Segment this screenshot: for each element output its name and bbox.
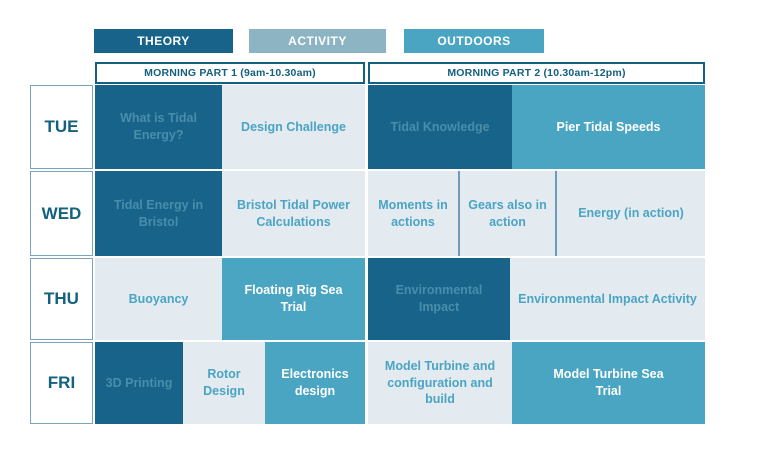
wed-part2: Moments in actions Gears also in action … bbox=[368, 171, 705, 256]
fri-part2: Model Turbine and configuration and buil… bbox=[368, 342, 705, 424]
wed-part1: Tidal Energy in Bristol Bristol Tidal Po… bbox=[95, 171, 365, 256]
cell-model-turbine-sea-trial: Model Turbine Sea Trial bbox=[512, 342, 705, 424]
tue-part2: Tidal Knowledge Pier Tidal Speeds bbox=[368, 85, 705, 169]
day-label-thu: THU bbox=[30, 258, 93, 340]
timetable-grid: TUE What is Tidal Energy? Design Challen… bbox=[30, 85, 705, 426]
day-label-tue: TUE bbox=[30, 85, 93, 169]
cell-environmental-impact: Environmental Impact bbox=[368, 258, 510, 340]
legend-activity: ACTIVITY bbox=[249, 29, 386, 53]
day-label-fri: FRI bbox=[30, 342, 93, 424]
row-wed: WED Tidal Energy in Bristol Bristol Tida… bbox=[30, 171, 705, 256]
cell-environmental-impact-activity: Environmental Impact Activity bbox=[510, 258, 705, 340]
cell-pier-tidal-speeds: Pier Tidal Speeds bbox=[512, 85, 705, 169]
tue-part1: What is Tidal Energy? Design Challenge bbox=[95, 85, 365, 169]
cell-tidal-energy-in-bristol: Tidal Energy in Bristol bbox=[95, 171, 222, 256]
fri-part1: 3D Printing Rotor Design Electronics des… bbox=[95, 342, 365, 424]
row-fri: FRI 3D Printing Rotor Design Electronics… bbox=[30, 342, 705, 424]
thu-part1: Buoyancy Floating Rig Sea Trial bbox=[95, 258, 365, 340]
cell-3d-printing: 3D Printing bbox=[95, 342, 183, 424]
cell-model-turbine-configuration-build: Model Turbine and configuration and buil… bbox=[368, 342, 512, 424]
cell-energy-in-action: Energy (in action) bbox=[555, 171, 705, 256]
cell-buoyancy: Buoyancy bbox=[95, 258, 222, 340]
header-morning-part-2: MORNING PART 2 (10.30am-12pm) bbox=[368, 62, 705, 84]
legend-outdoors: OUTDOORS bbox=[404, 29, 544, 53]
day-label-wed: WED bbox=[30, 171, 93, 256]
column-headers: MORNING PART 1 (9am-10.30am) MORNING PAR… bbox=[30, 62, 705, 84]
thu-part2: Environmental Impact Environmental Impac… bbox=[368, 258, 705, 340]
legend: THEORY ACTIVITY OUTDOORS bbox=[94, 29, 544, 53]
row-tue: TUE What is Tidal Energy? Design Challen… bbox=[30, 85, 705, 169]
legend-theory: THEORY bbox=[94, 29, 233, 53]
row-thu: THU Buoyancy Floating Rig Sea Trial Envi… bbox=[30, 258, 705, 340]
cell-bristol-tidal-power-calculations: Bristol Tidal Power Calculations bbox=[222, 171, 365, 256]
cell-rotor-design: Rotor Design bbox=[183, 342, 265, 424]
cell-gears-also-in-action: Gears also in action bbox=[458, 171, 555, 256]
cell-what-is-tidal-energy: What is Tidal Energy? bbox=[95, 85, 222, 169]
cell-design-challenge: Design Challenge bbox=[222, 85, 365, 169]
cell-electronics-design: Electronics design bbox=[265, 342, 365, 424]
header-morning-part-1: MORNING PART 1 (9am-10.30am) bbox=[95, 62, 365, 84]
day-column-spacer bbox=[30, 62, 95, 84]
cell-tidal-knowledge: Tidal Knowledge bbox=[368, 85, 512, 169]
cell-moments-in-actions: Moments in actions bbox=[368, 171, 458, 256]
cell-floating-rig-sea-trial: Floating Rig Sea Trial bbox=[222, 258, 365, 340]
